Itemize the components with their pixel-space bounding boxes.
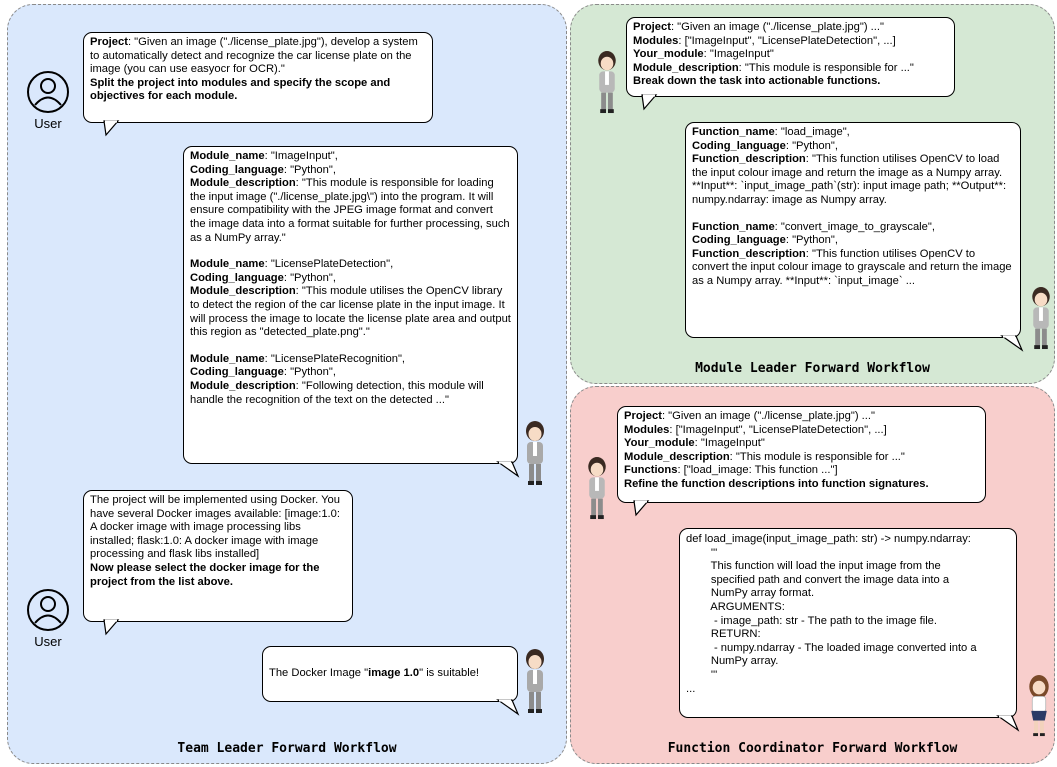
- function-signature-bubble: def load_image(input_image_path: str) ->…: [679, 528, 1017, 718]
- module-response-bubble-functions: Function_name: "load_image", Coding_lang…: [685, 122, 1021, 338]
- module-leader-avatar-icon: [598, 50, 616, 114]
- project-line: Project: "Given an image ("./license_pla…: [90, 36, 418, 76]
- docker-response: The Docker Image "image 1.0" is suitable…: [269, 667, 480, 680]
- code-line: - image_path: str - The path to the imag…: [686, 614, 938, 627]
- module-entry-1: Module_name: "ImageInput", Coding_langua…: [190, 150, 510, 244]
- bubble-tail: [1000, 335, 1024, 352]
- user-label: User: [34, 116, 62, 131]
- code-line: NumPy array format.: [686, 587, 815, 600]
- code-line: ''': [686, 668, 718, 681]
- module-leader-avatar-icon: [588, 456, 606, 520]
- module-entry-3: Module_name: "LicensePlateRecognition", …: [190, 352, 484, 406]
- code-line: RETURN:: [686, 628, 761, 641]
- module-leader-panel-title: Module Leader Forward Workflow: [695, 361, 930, 376]
- team-response-bubble-docker: The Docker Image "image 1.0" is suitable…: [262, 646, 518, 702]
- docker-text: The project will be implemented using Do…: [90, 494, 340, 561]
- bubble-tail: [103, 619, 120, 636]
- code-line: This function will load the input image …: [686, 560, 941, 573]
- bubble-tail: [496, 461, 520, 478]
- instruction-line: Split the project into modules and speci…: [90, 76, 391, 103]
- team-response-bubble-modules: Module_name: "ImageInput", Coding_langua…: [183, 146, 518, 464]
- module-leader-avatar-icon: [1032, 286, 1050, 350]
- module-entry-2: Module_name: "LicensePlateDetection", Co…: [190, 258, 511, 339]
- team-leader-panel-title: Team Leader Forward Workflow: [177, 741, 397, 756]
- user-avatar-1: User: [22, 70, 74, 131]
- bubble-tail: [103, 120, 120, 137]
- team-leader-avatar-icon: [526, 649, 544, 713]
- bubble-tail: [633, 500, 650, 517]
- module-prompt-bubble: Project: "Given an image ("./license_pla…: [626, 17, 955, 97]
- bubble-tail: [496, 699, 520, 716]
- bubble-tail: [641, 94, 658, 111]
- user-avatar-2: User: [22, 588, 74, 649]
- function-entry-1: Function_name: "load_image", Coding_lang…: [692, 126, 1007, 206]
- function-coordinator-panel-title: Function Coordinator Forward Workflow: [667, 741, 958, 756]
- team-prompt-bubble-2: The project will be implemented using Do…: [83, 490, 353, 622]
- docker-instruction: Now please select the docker image for t…: [90, 561, 320, 588]
- team-prompt-bubble-1: Project: "Given an image ("./license_pla…: [83, 32, 433, 123]
- code-line: ARGUMENTS:: [686, 600, 785, 613]
- function-prompt-bubble: Project: "Given an image ("./license_pla…: [617, 406, 986, 503]
- code-line: - numpy.ndarray - The loaded image conve…: [686, 641, 977, 654]
- function-entry-2: Function_name: "convert_image_to_graysca…: [692, 220, 1012, 287]
- code-line: ...: [686, 682, 696, 695]
- code-line: def load_image(input_image_path: str) ->…: [686, 533, 971, 545]
- bubble-tail: [996, 715, 1020, 732]
- user-icon: [27, 589, 69, 631]
- function-coordinator-avatar-icon: [1029, 674, 1049, 737]
- user-icon: [27, 71, 69, 113]
- team-leader-avatar-icon: [526, 421, 544, 485]
- user-label: User: [34, 634, 62, 649]
- code-line: ''': [686, 546, 718, 559]
- code-line: specified path and convert the image dat…: [686, 573, 950, 586]
- code-line: NumPy array.: [686, 655, 779, 668]
